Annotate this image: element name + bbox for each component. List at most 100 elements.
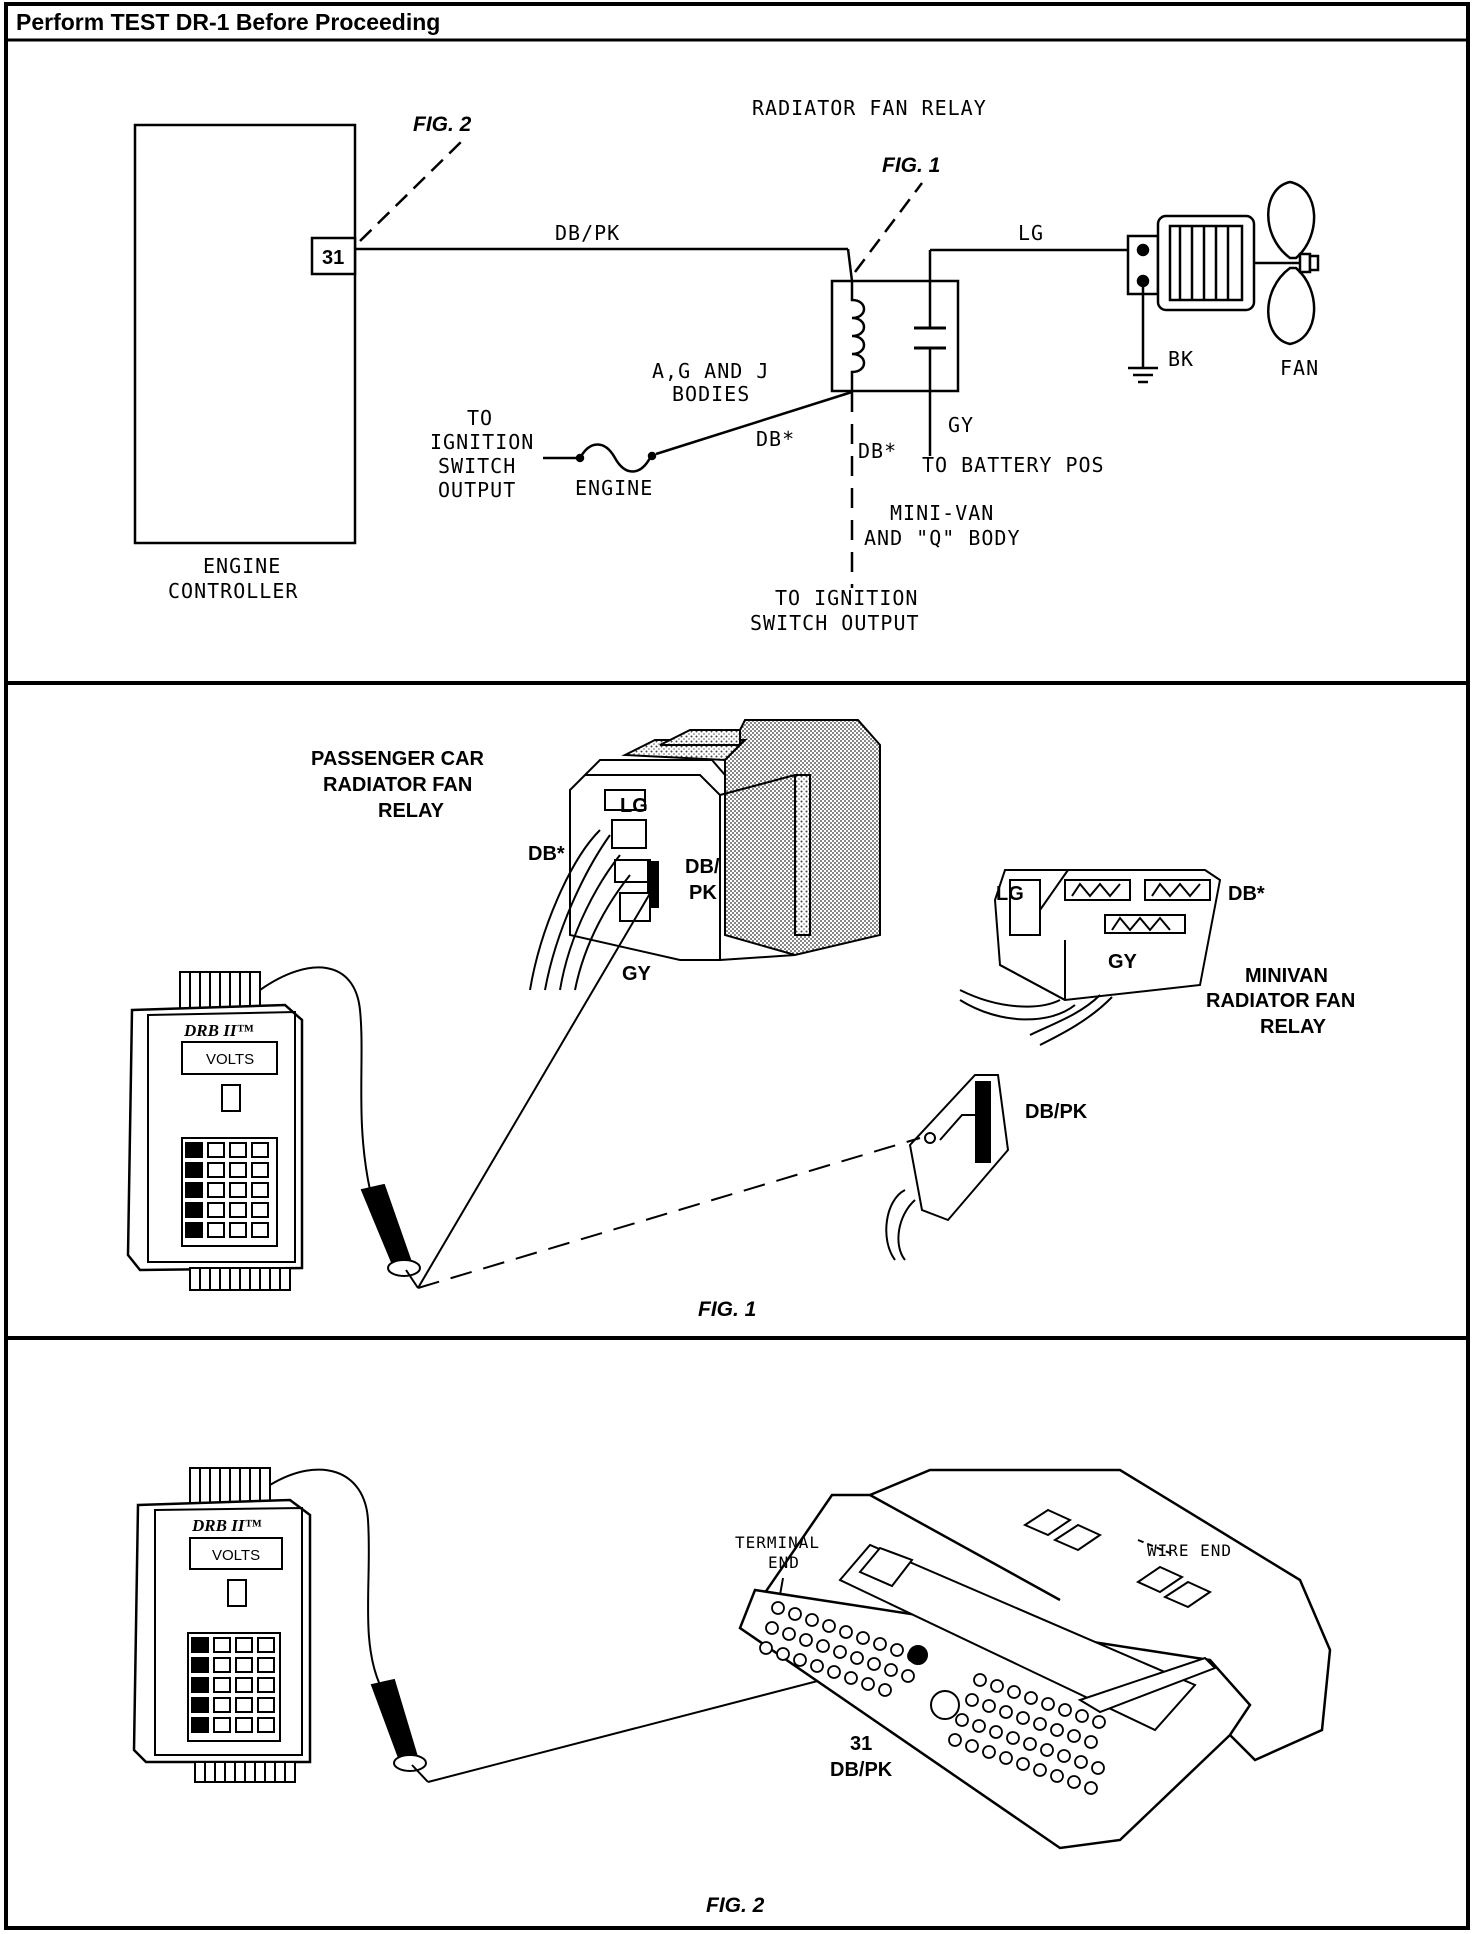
connector-pin	[1050, 1723, 1064, 1737]
connector-pin	[867, 1657, 881, 1671]
connector-pin	[982, 1745, 996, 1759]
wire-db-pk-label: DB/PK	[555, 221, 620, 245]
keypad-key	[207, 1162, 225, 1178]
connector-pin	[1050, 1769, 1064, 1783]
connector-pin	[955, 1713, 969, 1727]
wire-bk-label: BK	[1168, 347, 1194, 371]
connector-pin	[856, 1631, 870, 1645]
connector-pin	[1091, 1761, 1105, 1775]
connector-pin	[782, 1627, 796, 1641]
keypad-key	[207, 1142, 225, 1158]
connector-pin	[1033, 1763, 1047, 1777]
keypad-key	[185, 1142, 203, 1158]
to-ignition-left-3: SWITCH	[438, 454, 516, 478]
fig2-callout: FIG. 2	[413, 113, 472, 136]
minivan-label-1: MINI-VAN	[890, 501, 994, 525]
keypad-key	[251, 1162, 269, 1178]
connector-pin	[1016, 1757, 1030, 1771]
passenger-label-1: PASSENGER CAR	[311, 748, 485, 770]
connector-pins	[759, 1601, 1106, 1795]
connector-pin	[1023, 1737, 1037, 1751]
keypad-key	[235, 1677, 253, 1693]
connector-pin	[844, 1671, 858, 1685]
connector-pin	[873, 1637, 887, 1651]
keypad-key	[257, 1637, 275, 1653]
connector-pin	[1084, 1781, 1098, 1795]
fig1-caption: FIG. 1	[698, 1298, 756, 1321]
connector-pin	[759, 1641, 773, 1655]
minivan-label-2: AND "Q" BODY	[864, 526, 1021, 550]
keypad-key	[257, 1677, 275, 1693]
keypad-key	[191, 1677, 209, 1693]
header-title: Perform TEST DR-1 Before Proceeding	[16, 9, 440, 35]
wiring-schematic	[133, 123, 1320, 588]
keypad-key	[229, 1142, 247, 1158]
keypad-key	[191, 1657, 209, 1673]
bodies-label-2: BODIES	[672, 382, 750, 406]
connector-pin	[884, 1663, 898, 1677]
connector-pin	[839, 1625, 853, 1639]
fig2-caption: FIG. 2	[706, 1894, 765, 1917]
fig2-labels: TERMINAL END WIRE END 31 DB/PK DRB II™ V…	[191, 1516, 1232, 1917]
connector-pin	[1067, 1775, 1081, 1789]
connector-pin	[973, 1673, 987, 1687]
connector-pin	[1007, 1685, 1021, 1699]
minivan-lg-label: LG	[996, 883, 1024, 905]
drb-tester-fig1	[126, 971, 304, 1291]
engine-controller-box	[133, 123, 357, 545]
keypad-key	[207, 1202, 225, 1218]
minivan-label-3: RELAY	[1260, 1016, 1327, 1038]
controller-label-1: ENGINE	[203, 554, 281, 578]
connector-pin	[793, 1653, 807, 1667]
pin-31-highlight	[908, 1645, 928, 1665]
keypad-key	[257, 1717, 275, 1733]
connector-pin	[901, 1669, 915, 1683]
pin-31-box	[310, 236, 357, 276]
connector-pin	[1024, 1691, 1038, 1705]
keypad-key	[251, 1142, 269, 1158]
connector-pin	[999, 1751, 1013, 1765]
connector-detail-drawing	[885, 1074, 1010, 1261]
connector-pin	[982, 1699, 996, 1713]
keypad-fig2	[191, 1637, 275, 1733]
connector-pin	[1084, 1735, 1098, 1749]
minivan-relay-drawing	[959, 869, 1222, 1046]
to-ignition-left-1: TO	[467, 406, 493, 430]
keypad-key	[191, 1717, 209, 1733]
terminal-end-label-1: TERMINAL	[735, 1533, 820, 1552]
keypad-key	[185, 1182, 203, 1198]
tester-brand-fig1: DRB II™	[183, 1021, 253, 1040]
keypad-key	[257, 1697, 275, 1713]
schematic-labels: RADIATOR FAN RELAY FIG. 2 FIG. 1 31 DB/P…	[168, 96, 1319, 635]
connector-pin	[810, 1659, 824, 1673]
keypad-key	[191, 1637, 209, 1653]
keypad-key	[251, 1182, 269, 1198]
connector-pin	[861, 1677, 875, 1691]
minivan-gy-label: GY	[1108, 951, 1138, 973]
keypad-key	[229, 1182, 247, 1198]
connector-pin	[999, 1705, 1013, 1719]
wire-end-label: WIRE END	[1147, 1541, 1232, 1560]
minivan-db-label: DB*	[1228, 883, 1265, 905]
connector-pin	[765, 1621, 779, 1635]
connector-pin	[1006, 1731, 1020, 1745]
to-ignition-bottom-1: TO IGNITION	[775, 586, 918, 610]
connector-pin	[771, 1601, 785, 1615]
wire-lg-label: LG	[1018, 221, 1044, 245]
connector-pin	[965, 1739, 979, 1753]
connector-pin	[799, 1633, 813, 1647]
connector-pin	[1016, 1711, 1030, 1725]
fig1-illustration	[126, 719, 1222, 1291]
controller-label-2: CONTROLLER	[168, 579, 298, 603]
relay-title: RADIATOR FAN RELAY	[752, 96, 987, 120]
keypad-key	[213, 1657, 231, 1673]
connector-pin	[1041, 1697, 1055, 1711]
tester-brand-fig2: DRB II™	[191, 1516, 261, 1535]
connector-pin	[948, 1733, 962, 1747]
connector-pin	[878, 1683, 892, 1697]
keypad-key	[257, 1657, 275, 1673]
connector-pin	[890, 1643, 904, 1657]
fan-label: FAN	[1280, 356, 1319, 380]
keypad-fig1	[185, 1142, 269, 1238]
connector-pin	[972, 1719, 986, 1733]
